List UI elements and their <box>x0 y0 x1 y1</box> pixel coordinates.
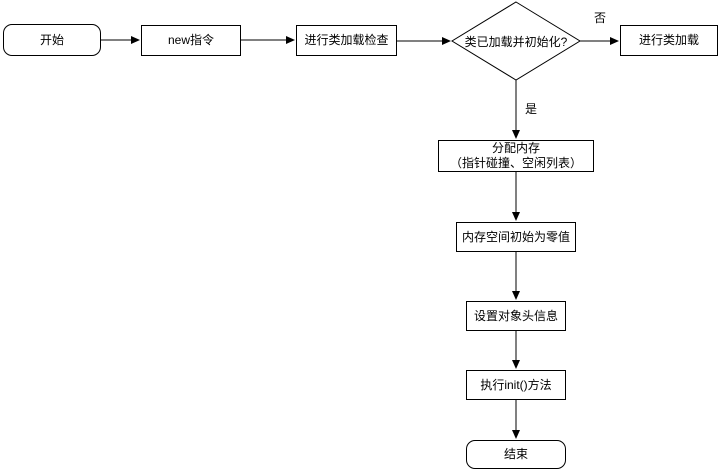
node-class-load-check-label: 进行类加载检查 <box>304 33 389 47</box>
edge-label-yes: 是 <box>524 100 539 117</box>
node-init-method: 执行init()方法 <box>466 370 566 400</box>
node-start-label: 开始 <box>39 32 64 47</box>
edge-label-no: 否 <box>593 9 608 26</box>
node-decision-label: 类已加载并初始化? <box>464 34 568 49</box>
node-end-label: 结束 <box>503 447 528 461</box>
node-class-load: 进行类加载 <box>620 25 718 56</box>
node-object-header-label: 设置对象头信息 <box>473 308 558 323</box>
node-end: 结束 <box>466 440 566 469</box>
node-init-method-label: 执行init()方法 <box>480 377 552 392</box>
node-allocate-memory-line2: （指针碰撞、空闲列表） <box>449 156 582 170</box>
node-start: 开始 <box>3 24 101 56</box>
decision-diamond-shape <box>451 1 581 81</box>
node-object-header: 设置对象头信息 <box>466 301 566 331</box>
node-new-instruction: new指令 <box>141 25 241 56</box>
node-zero-init-label: 内存空间初始为零值 <box>461 229 570 244</box>
node-class-load-check: 进行类加载检查 <box>296 25 397 56</box>
node-allocate-memory: 分配内存 （指针碰撞、空闲列表） <box>438 140 594 172</box>
node-new-instruction-label: new指令 <box>167 33 214 47</box>
node-zero-init: 内存空间初始为零值 <box>456 222 576 252</box>
node-allocate-memory-line1: 分配内存 <box>491 141 540 155</box>
node-decision: 类已加载并初始化? <box>452 2 580 80</box>
node-class-load-label: 进行类加载 <box>638 33 699 47</box>
